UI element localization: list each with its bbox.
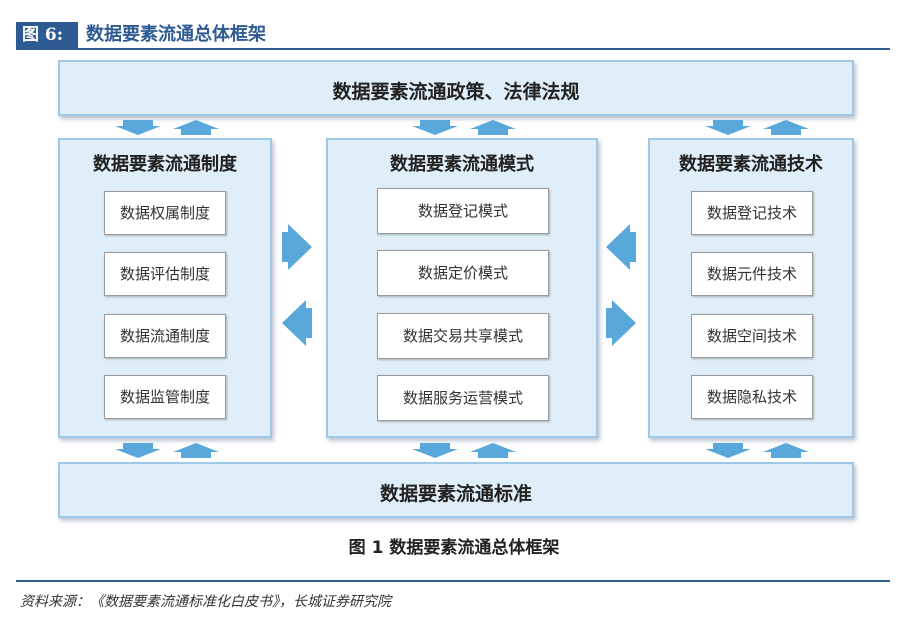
header-divider [16, 48, 890, 50]
arrow-up-bottom-mid [470, 443, 516, 458]
arrow-left-left-gap [282, 300, 312, 346]
column-mode: 数据要素流通模式 数据登记模式 数据定价模式 数据交易共享模式 数据服务运营模式 [326, 138, 598, 438]
bottom-band-label: 数据要素流通标准 [379, 483, 532, 505]
top-band-label: 数据要素流通政策、法律法规 [332, 81, 580, 103]
source-note: 资料来源：《数据要素流通标准化白皮书》，长城证券研究院 [20, 594, 391, 610]
figure-title: 数据要素流通总体框架 [86, 24, 266, 45]
footer-divider [16, 580, 890, 582]
arrow-down-top-mid [412, 120, 458, 135]
arrow-right-right-gap [606, 300, 636, 346]
item-data-registration-tech: 数据登记技术 [691, 191, 813, 235]
arrow-right-left-gap [282, 224, 312, 270]
item-data-pricing-mode: 数据定价模式 [377, 250, 549, 296]
bottom-band-standards: 数据要素流通标准 [58, 462, 854, 518]
arrow-down-bottom-right [705, 443, 751, 458]
arrow-down-bottom-mid [412, 443, 458, 458]
item-data-service-operation-mode: 数据服务运营模式 [377, 375, 549, 421]
arrow-down-top-right [705, 120, 751, 135]
item-data-supervision-system: 数据监管制度 [104, 375, 226, 419]
column-system-title: 数据要素流通制度 [93, 154, 237, 175]
item-data-evaluation-system: 数据评估制度 [104, 252, 226, 296]
item-data-element-tech: 数据元件技术 [691, 252, 813, 296]
item-data-privacy-tech: 数据隐私技术 [691, 375, 813, 419]
item-data-trading-sharing-mode: 数据交易共享模式 [377, 313, 549, 359]
arrow-up-bottom-right [763, 443, 809, 458]
column-technology-title: 数据要素流通技术 [679, 154, 823, 175]
arrow-up-bottom-left [173, 443, 219, 458]
arrow-up-top-right [763, 120, 809, 135]
item-data-circulation-system: 数据流通制度 [104, 314, 226, 358]
figure-tag: 图 6: [16, 22, 78, 48]
arrow-down-bottom-left [115, 443, 161, 458]
item-data-registration-mode: 数据登记模式 [377, 188, 549, 234]
column-mode-title: 数据要素流通模式 [390, 154, 534, 175]
top-band-policy: 数据要素流通政策、法律法规 [58, 60, 854, 116]
arrow-down-top-left [115, 120, 161, 135]
figure-header: 图 6: 数据要素流通总体框架 [16, 20, 890, 50]
column-technology: 数据要素流通技术 数据登记技术 数据元件技术 数据空间技术 数据隐私技术 [648, 138, 854, 438]
column-system: 数据要素流通制度 数据权属制度 数据评估制度 数据流通制度 数据监管制度 [58, 138, 272, 438]
figure-caption: 图 1 数据要素流通总体框架 [348, 538, 560, 558]
item-data-space-tech: 数据空间技术 [691, 314, 813, 358]
arrow-up-top-left [173, 120, 219, 135]
item-data-ownership-system: 数据权属制度 [104, 191, 226, 235]
arrow-left-right-gap [606, 224, 636, 270]
arrow-up-top-mid [470, 120, 516, 135]
